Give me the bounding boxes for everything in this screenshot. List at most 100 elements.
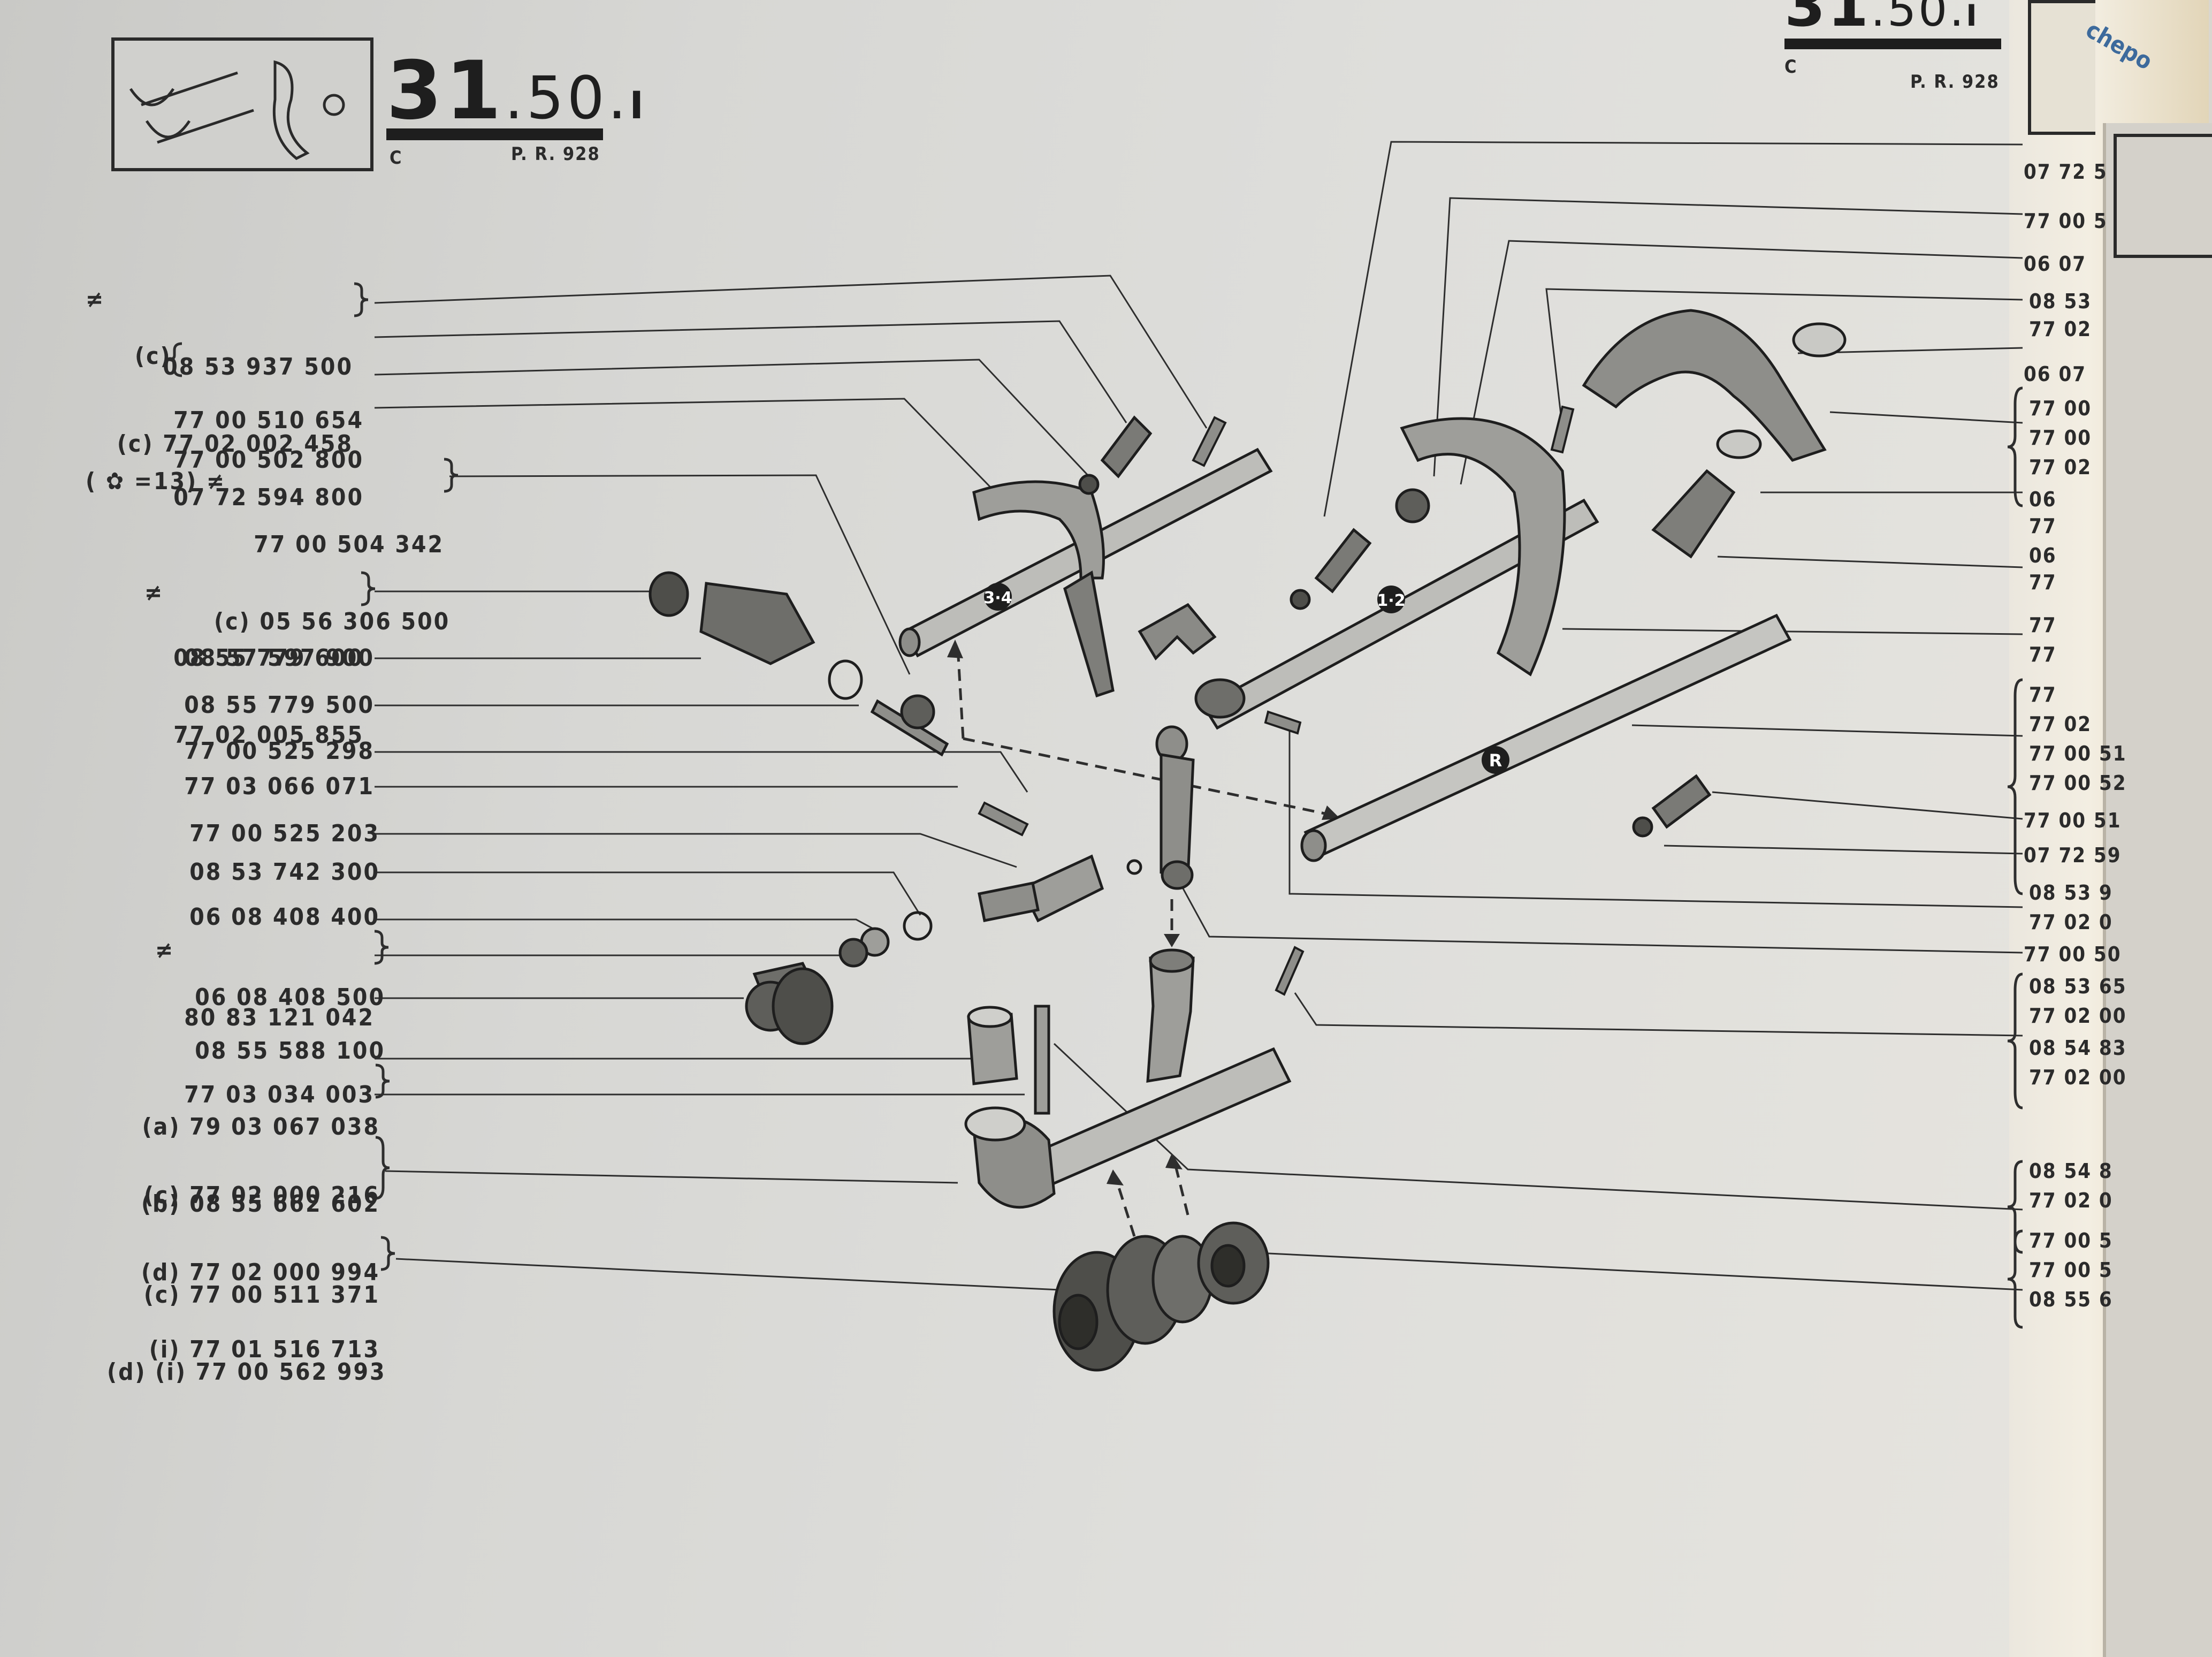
label-group-3: 77 00 502 800 [150,396,364,499]
label-group-16: (a) 79 03 067 038 (b) 08 55 662 602 [128,1063,380,1243]
right-header-rule [1784,39,2001,49]
right-part-number: 77 00 52 [2029,771,2127,795]
rubber-boots [772,967,1270,1372]
part-number: 77 00 525 203 [189,820,380,847]
part-number: (i) 77 01 516 713 [149,1336,380,1363]
label-group-7: 08 55 779 500 [150,693,375,718]
part-number: (c) 05 56 306 500 [214,608,451,635]
section-minor: .50. [504,64,630,132]
part-number: 77 00 510 654 [173,407,364,434]
part-number: 08 53 937 500 [163,353,353,381]
right-part-number: 08 53 9 [2029,881,2113,904]
part-number: 08 55 779 600 [173,644,364,672]
right-part-number: 77 [2029,643,2057,666]
part-number: (d) 77 02 000 994 [141,1259,380,1286]
torque-note: ( ✿ =13) ≠ [86,468,226,495]
right-section-minor: .50. [1871,0,1966,37]
right-brackets [2007,386,2023,1329]
speedometer-drive-parts [649,571,949,757]
part-number: 07 72 594 800 [173,484,364,511]
arrow-heads [947,640,1340,1185]
right-part-number: 77 02 [2029,455,2092,479]
part-number: 80 83 121 042 [184,1004,375,1031]
shaft-mark-1-2: 1·2 [1377,591,1405,610]
part-number: (b) 08 55 662 602 [141,1190,380,1218]
header-thumbnail-box [111,37,373,171]
part-number: 08 57 597 900 [184,644,375,672]
assembly-arrows [956,647,1338,1237]
label-group-1: ≠ 08 53 937 500 (c) 77 02 002 458 [86,277,353,483]
right-part-number: 08 54 83 [2029,1036,2127,1060]
part-number: (c) 77 02 002 458 [117,430,353,458]
part-number: 77 00 502 800 [173,446,364,474]
part-number: (c) 77 02 000 216 [143,1182,380,1209]
label-group-13: ≠ 80 83 121 042 77 03 034 003 [155,928,375,1134]
right-part-number: 77 00 [2029,397,2092,420]
right-pr-reference: P. R. 928 [1910,71,2000,93]
label-group-4: ( ✿ =13) ≠ 77 00 504 342 (c) 05 56 306 5… [86,455,451,660]
right-part-number: 77 00 5 [2029,1229,2113,1252]
left-brackets [167,282,459,1271]
right-part-number: 77 02 0 [2029,1189,2113,1212]
not-interchangeable-mark: ≠ [155,937,175,964]
label-group-9: 77 03 066 071 [150,774,375,800]
shaft-mark-r: R [1489,750,1502,771]
right-part-number: 77 02 00 [2029,1004,2127,1028]
right-section-suffix: I [1966,0,1979,33]
right-label-column: 07 72 5 77 00 5 06 07 08 53 77 02 06 07 … [2024,0,2126,1657]
part-number: 77 00 525 298 [184,738,375,765]
leader-lines [374,141,2023,1291]
group-letter: C [390,147,403,169]
shaft-mark-3-4: 3·4 [983,589,1012,607]
part-number: 08 55 779 500 [184,691,375,719]
label-group-12: 06 08 408 400 [150,904,380,930]
part-number: (a) 79 03 067 038 [142,1113,380,1141]
part-number: (d) (i) 77 00 562 993 [107,1358,386,1386]
right-part-number: 77 [2029,683,2057,706]
part-number: 77 02 005 855 [173,721,364,749]
right-part-number: 77 [2029,571,2057,594]
right-part-number: 77 [2029,613,2057,637]
detent-springs [1078,415,1712,838]
section-suffix: I [629,83,647,127]
right-part-number: 77 00 [2029,426,2092,450]
right-part-number: 06 [2029,544,2057,567]
right-part-number: 07 72 5 [2024,160,2108,184]
variant-code: (c) [135,343,172,370]
header-rule [386,128,603,140]
right-part-number: 77 02 [2029,712,2092,736]
shaft-mark-badges: 3·4 1·2 R [983,583,1509,774]
part-number: 77 00 504 342 [254,531,444,558]
right-part-number: 77 00 51 [2024,809,2122,832]
label-group-11: 08 53 742 300 [150,860,380,885]
parts-thumbnail-icon [129,60,345,160]
right-section-number: 31.50.I [1784,0,1979,45]
label-group-6: 08 57 597 900 [150,645,375,671]
label-group-18: (c) 77 00 511 371 (d) (i) 77 00 562 993 [107,1231,386,1411]
right-part-number: 08 53 [2029,290,2092,313]
right-part-number: 06 07 [2024,252,2087,276]
right-part-number: 77 00 51 [2029,742,2127,765]
label-group-17: (c) 77 02 000 216 (d) 77 02 000 994 (i) … [128,1131,380,1388]
right-part-number: 08 54 8 [2029,1159,2113,1183]
right-part-number: 08 53 65 [2029,975,2127,998]
right-group-letter: C [1784,56,1798,78]
right-part-number: 77 [2029,514,2057,538]
part-number: 06 08 408 400 [189,903,380,931]
reverse-fork [1582,309,1847,559]
lower-lever-assembly [964,948,1292,1209]
right-thumbnail-box [2028,0,2095,135]
catalog-page [0,0,2087,1657]
not-interchangeable-mark: ≠ [144,579,164,606]
right-part-number: 77 02 00 [2029,1066,2127,1089]
label-group-10: 77 00 525 203 [150,821,380,847]
part-number: 77 03 034 003 [184,1081,375,1108]
right-part-number: 77 02 0 [2029,910,2113,934]
part-number: 08 53 742 300 [189,858,380,886]
right-part-number: 08 55 6 [2029,1288,2113,1311]
right-part-number: 07 72 59 [2024,843,2122,867]
section-number: 31.50.I [386,51,647,146]
gear-lever-linkage [745,725,1195,1032]
next-page-edge [2103,123,2212,1657]
